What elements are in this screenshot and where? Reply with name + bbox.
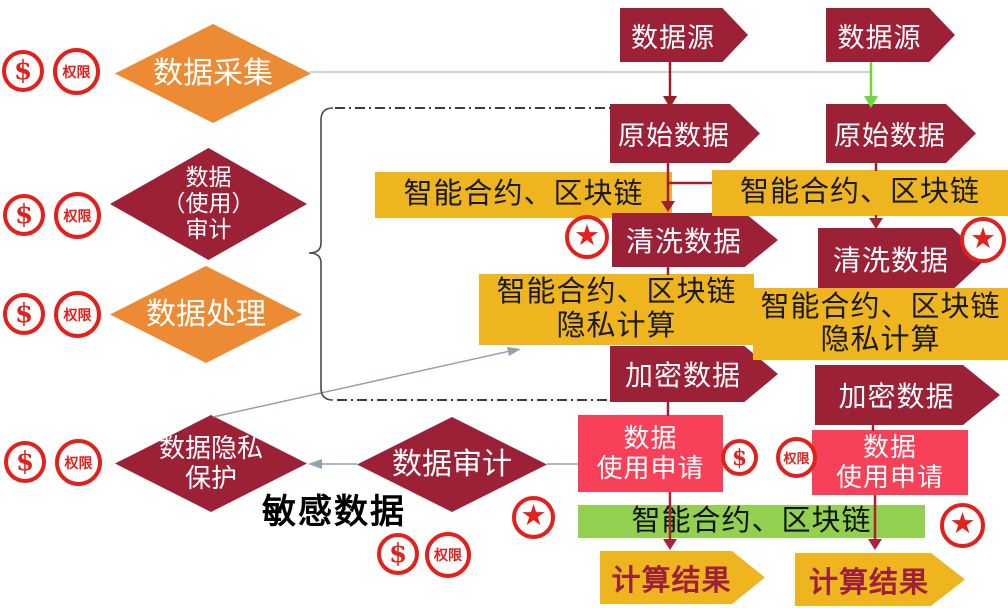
permission-glyph: 权限 [64,454,93,471]
diamond-usage-audit: 数据 （使用） 审计 [110,148,307,260]
star-badge-icon: ★ [960,217,1006,263]
dollar-glyph: $ [14,299,34,329]
star-glyph: ★ [574,219,600,252]
contract-blockchain-right-top: 智能合约、区块链 [712,170,1008,216]
contract-blockchain-left-top: 智能合约、区块链 [375,172,672,218]
pentagon-label: 数据源 [631,22,715,53]
contract-right-arrowhead [869,218,883,229]
encrypted-data-right: 加密数据 [815,365,1000,425]
privacy-to-contract-line [212,350,511,418]
permission-icon: 权限 [425,532,471,578]
box-label-line: 智能合约、区块链 [496,276,737,309]
dollar-glyph: $ [13,56,33,86]
dollar-glyph: $ [731,444,748,471]
permission-icon: 权限 [54,291,101,338]
diamond-label-line: 数据 [185,164,232,191]
diamond-label: 数据处理 [146,297,266,331]
dollar-glyph: $ [14,200,34,230]
permission-glyph: 权限 [63,207,92,224]
diamond-label: 数据采集 [153,56,273,90]
permission-icon: 权限 [776,437,817,478]
pentagon-label: 清洗数据 [625,226,742,257]
box-label-line: 隐私计算 [556,309,677,342]
cost-icon: $ [4,441,46,483]
box-label-line: 使用申请 [835,461,944,492]
encrypted-data-left: 加密数据 [610,346,778,402]
sensitive-data-label: 敏感数据 [262,493,406,531]
cost-icon: $ [721,439,758,476]
cost-icon: $ [3,293,45,335]
pentagon-label: 数据源 [837,22,922,53]
star-glyph: ★ [949,508,976,540]
source-right: 数据源 [826,8,955,62]
diamond-label: 数据审计 [392,447,512,481]
box-label: 智能合约、区块链 [403,178,644,211]
box-label: 智能合约、区块链 [631,504,872,537]
compute-result-left: 计算结果 [600,551,765,604]
cost-icon: $ [3,194,45,236]
request-left-arrowhead [663,539,677,550]
box-label-line: 智能合约、区块链 [760,290,1001,323]
star-glyph: ★ [520,500,547,532]
box-label-line: 数据 [862,431,917,462]
compute-result-right: 计算结果 [795,553,965,606]
box-label-line: 数据 [623,422,678,453]
pentagon-label: 加密数据 [624,360,741,391]
permission-glyph: 权限 [783,451,810,466]
data-use-request-right: 数据 使用申请 [812,430,968,495]
star-badge-icon: ★ [940,503,985,548]
box-label-line: 隐私计算 [820,324,941,356]
star-badge-icon: ★ [512,496,555,539]
request-right-arrowhead [868,539,882,550]
group-brace [308,107,334,401]
cleaned-data-right: 清洗数据 [818,228,986,290]
permission-glyph: 权限 [62,63,91,80]
pentagon-label: 计算结果 [611,564,732,597]
diamond-data-collect: 数据采集 [115,24,311,123]
pentagon-label: 清洗数据 [832,245,949,276]
permission-icon: 权限 [53,48,100,95]
diamond-label-line: 保护 [184,462,237,493]
diamond-data-process: 数据处理 [110,266,302,363]
diamond-label-line: 审计 [185,215,232,242]
star-badge-icon: ★ [565,215,609,259]
star-glyph: ★ [970,222,996,255]
permission-glyph: 权限 [434,547,462,563]
source-left: 数据源 [620,8,748,62]
pentagon-label: 计算结果 [808,566,929,599]
diamond-label-line: （使用） [162,190,255,217]
cleaned-data-left: 清洗数据 [612,213,778,267]
contract-privacy-compute-left: 智能合约、区块链 隐私计算 [479,274,754,345]
pentagon-label: 原始数据 [618,121,730,151]
box-label-line: 使用申请 [596,452,705,483]
box-label: 智能合约、区块链 [739,176,980,209]
pentagon-label: 原始数据 [834,121,946,151]
raw-data-left: 原始数据 [610,104,760,163]
pentagon-label: 加密数据 [838,381,955,412]
cost-icon: $ [377,533,419,575]
permission-icon: 权限 [54,192,101,239]
diamond-label-line: 数据隐私 [158,433,263,464]
privacy-to-contract-arrowhead [507,347,521,356]
data-use-request-left: 数据 使用申请 [578,415,723,492]
raw-data-right: 原始数据 [826,104,976,163]
permission-glyph: 权限 [63,306,92,323]
dollar-glyph: $ [15,447,35,477]
permission-icon: 权限 [55,439,102,486]
contract-privacy-compute-right: 智能合约、区块链 隐私计算 [753,288,1008,360]
cost-icon: $ [2,50,44,92]
audit-to-privacy-arrowhead [308,459,322,469]
dollar-glyph: $ [388,539,408,569]
contract-blockchain-bottom: 智能合约、区块链 [578,505,925,538]
